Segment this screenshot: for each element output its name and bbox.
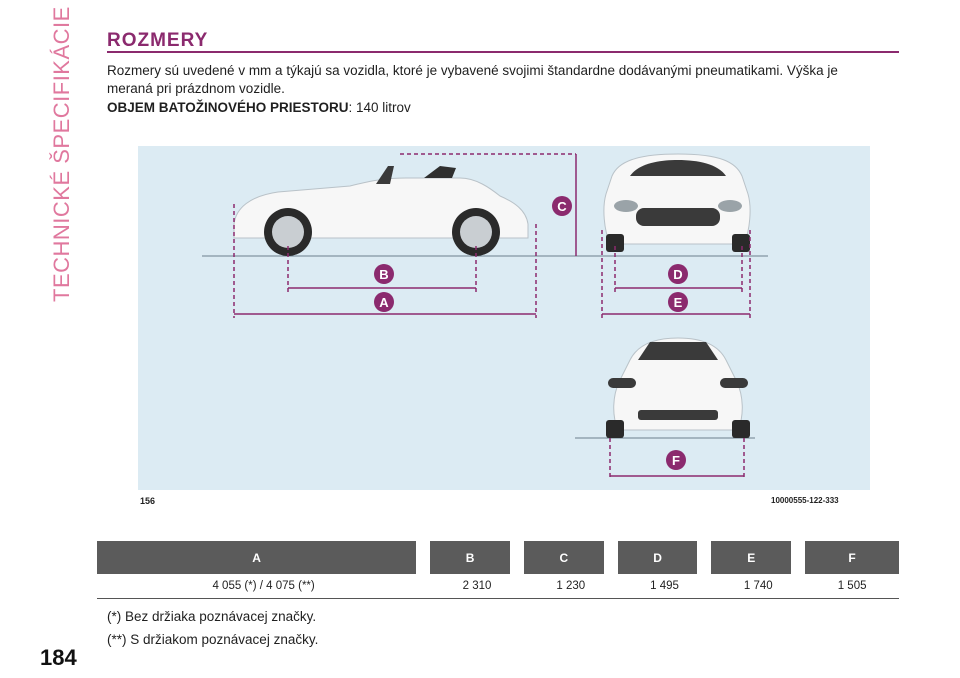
header-b: B (430, 541, 524, 574)
header-e: E (711, 541, 806, 574)
label-b-text: B (379, 267, 388, 282)
trunk-volume-value: : 140 litrov (348, 100, 411, 115)
header-c: C (523, 541, 618, 574)
footnote-2: (**) S držiakom poznávacej značky. (107, 632, 319, 647)
dimension-lines (233, 153, 751, 480)
figure-number: 156 (140, 496, 156, 506)
header-a: A (97, 541, 431, 574)
value-d: 1 495 (617, 574, 712, 599)
label-b: B (374, 264, 394, 284)
dimensions-figure: A B C D E F (138, 146, 870, 490)
label-a-text: A (379, 295, 389, 310)
label-a: A (374, 292, 394, 312)
label-c: C (552, 196, 572, 216)
label-d: D (668, 264, 688, 284)
table-row: 4 055 (*) / 4 075 (**) 2 310 1 230 1 495… (97, 574, 899, 599)
car-front-view (603, 153, 751, 252)
page-heading: ROZMERY (107, 30, 209, 51)
car-side-view (233, 166, 529, 256)
trunk-volume-label: OBJEM BATOŽINOVÉHO PRIESTORU (107, 100, 349, 115)
trunk-volume: OBJEM BATOŽINOVÉHO PRIESTORU: 140 litrov (107, 100, 411, 115)
page-number: 184 (40, 645, 77, 670)
value-f: 1 505 (805, 574, 899, 599)
value-a: 4 055 (*) / 4 075 (**) (97, 574, 431, 599)
header-f: F (805, 541, 899, 574)
side-section-title: TECHNICKÉ ŠPECIFIKÁCIE (49, 6, 74, 302)
label-e: E (668, 292, 688, 312)
label-c-text: C (557, 199, 567, 214)
dimensions-illustration: A B C D E F (202, 153, 768, 480)
header-d: D (617, 541, 712, 574)
dimensions-table: A B C D E F 4 055 (*) / 4 075 (**) 2 310… (97, 541, 899, 599)
intro-paragraph: Rozmery sú uvedené v mm a týkajú sa vozi… (107, 63, 838, 96)
figure-code: 10000555-122-333 (771, 496, 839, 505)
table-header-row: A B C D E F (97, 541, 899, 574)
label-d-text: D (673, 267, 682, 282)
label-f: F (666, 450, 686, 470)
value-c: 1 230 (523, 574, 618, 599)
footnote-1: (*) Bez držiaka poznávacej značky. (107, 609, 317, 624)
car-rear-view (606, 337, 750, 438)
value-b: 2 310 (430, 574, 524, 599)
value-e: 1 740 (711, 574, 806, 599)
heading-rule (107, 51, 899, 53)
label-e-text: E (674, 295, 683, 310)
label-f-text: F (672, 453, 680, 468)
